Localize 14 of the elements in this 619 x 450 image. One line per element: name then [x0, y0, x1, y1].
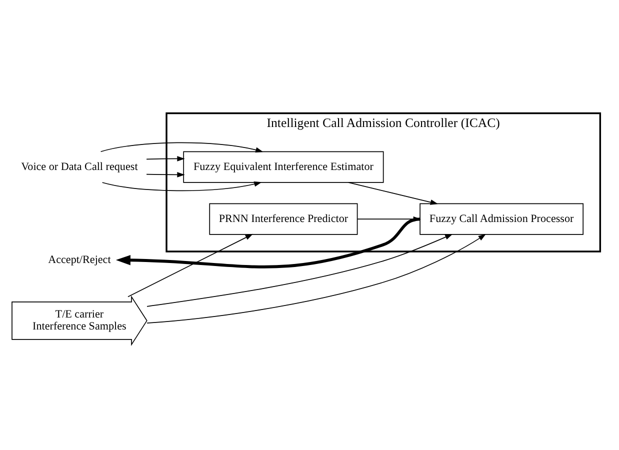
arrow	[348, 182, 438, 204]
node-text: Accept/Reject	[48, 253, 111, 266]
arrow	[116, 217, 420, 268]
arrow	[146, 234, 486, 323]
arrow	[146, 172, 185, 177]
arrow	[102, 180, 262, 191]
node-text: Voice or Data Call request	[21, 160, 138, 172]
arrow	[128, 233, 254, 297]
arrow	[146, 156, 185, 161]
node-box: Fuzzy Call Admission Processor	[420, 202, 584, 234]
arrow	[100, 142, 264, 152]
node-box: PRNN Interference Predictor	[209, 202, 358, 234]
arrow	[146, 233, 453, 306]
node-box: Fuzzy Equivalent Interference Estimator	[183, 150, 384, 182]
